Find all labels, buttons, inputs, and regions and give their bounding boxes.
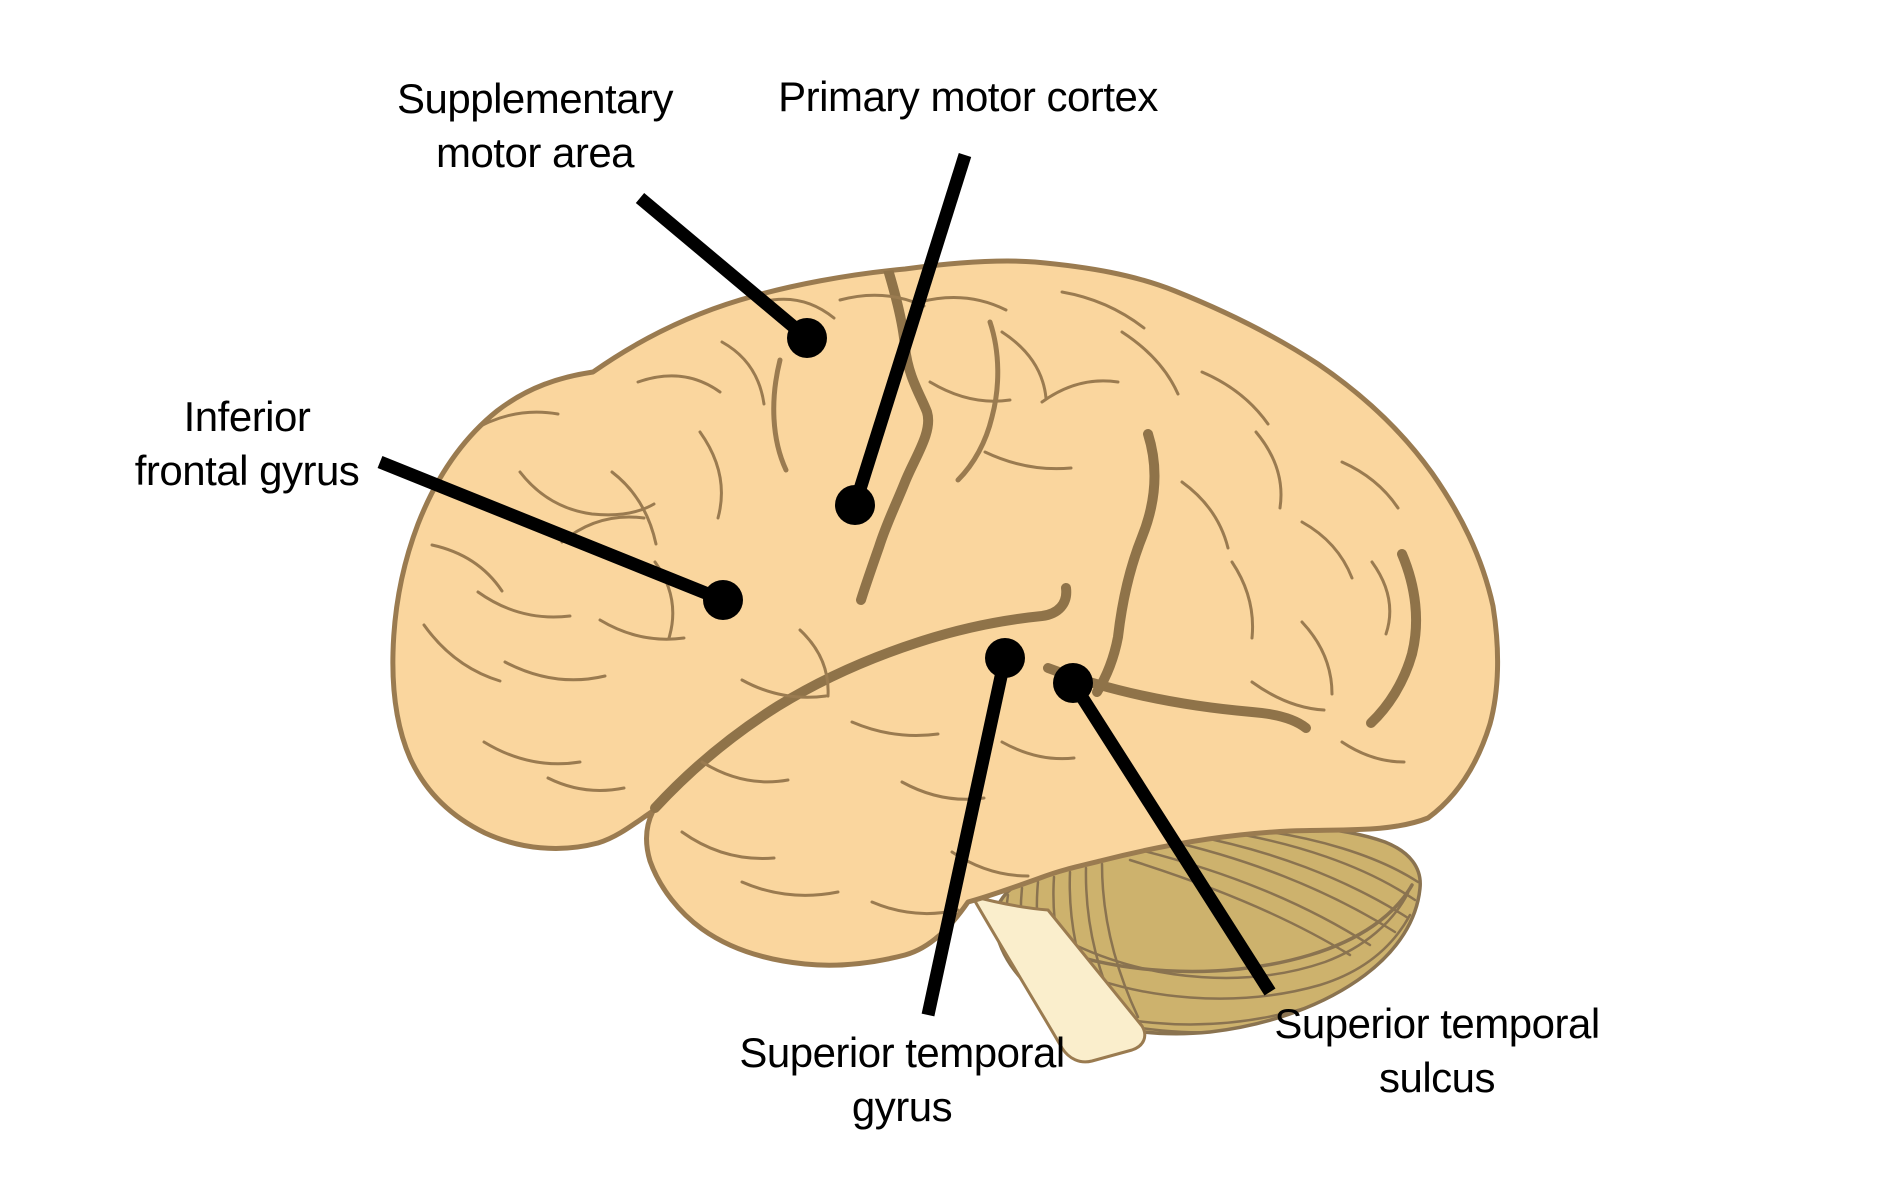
marker-dot-inferior-frontal-gyrus [703, 580, 743, 620]
marker-dot-primary-motor-cortex [835, 485, 875, 525]
leader-line-superior-temporal-gyrus [921, 656, 1012, 1017]
leader-line-primary-motor-cortex [848, 153, 972, 507]
leader-line-inferior-frontal-gyrus [377, 455, 726, 607]
cerebrum [390, 258, 1501, 968]
label-supplementary-motor-area: Supplementary motor area [397, 75, 674, 176]
label-superior-temporal-gyrus: Superior temporal gyrus [739, 1029, 1065, 1130]
brainstem [970, 894, 1147, 1064]
label-primary-motor-cortex: Primary motor cortex [778, 73, 1158, 120]
leader-line-supplementary-motor-area [635, 193, 812, 343]
label-superior-temporal-sulcus: Superior temporal sulcus [1274, 1000, 1600, 1101]
label-inferior-frontal-gyrus: Inferior frontal gyrus [134, 393, 360, 494]
marker-dot-superior-temporal-sulcus [1053, 663, 1093, 703]
marker-dot-supplementary-motor-area [787, 318, 827, 358]
marker-dot-superior-temporal-gyrus [985, 638, 1025, 678]
leader-line-superior-temporal-sulcus [1067, 679, 1276, 996]
annotations [377, 153, 1276, 1017]
